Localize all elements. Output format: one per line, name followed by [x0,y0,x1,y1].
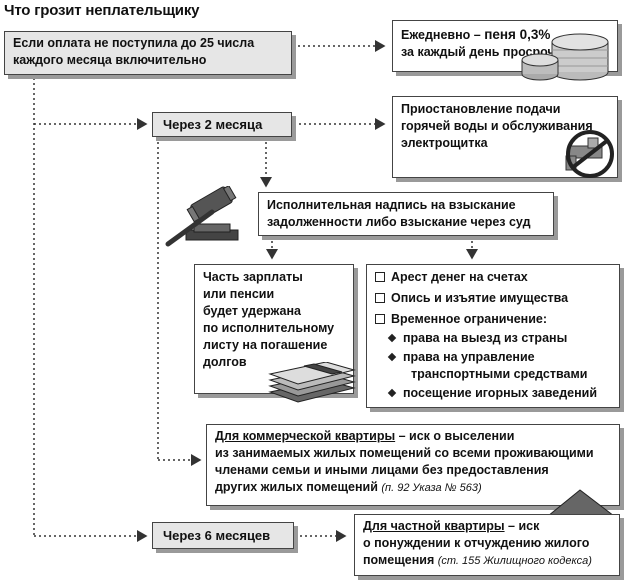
commercial-heading: Для коммерческой квартиры [215,429,396,443]
salary-line-2: или пенсии [203,287,275,301]
step-2-months: Через 2 месяца [152,112,292,137]
diamond-bullet-icon [387,388,397,398]
commercial-last: других жилых помещений [215,480,378,494]
sub-item-3: посещение игорных заведений [375,385,611,402]
measure-item-2: Опись и изъятие имущества [375,290,611,307]
commercial-source: (п. 92 Указа № 563) [381,482,482,494]
sub-item-2-text: права на управление [403,350,535,364]
measure-item-2-text: Опись и изъятие имущества [391,291,569,305]
commercial-line-4: других жилых помещений (п. 92 Указа № 56… [215,479,611,497]
measure-item-3-text: Временное ограничение: [391,312,548,326]
start-condition-box: Если оплата не поступила до 25 числа каж… [4,31,292,75]
enforcement-line-1: Исполнительная надпись на взыскание [267,198,516,212]
sub-item-3-text: посещение игорных заведений [403,386,598,400]
suspension-line-3: электрощитка [401,136,488,150]
sub-item-1-text: права на выезд из страны [403,331,568,345]
penalty-line-1: Ежедневно – пеня 0,3% [401,26,609,44]
salary-line-4: по исполнительному [203,321,335,335]
step-2-months-label: Через 2 месяца [163,117,263,132]
penalty-rate: пеня 0,3% [484,27,551,42]
checkbox-icon [375,272,385,282]
diamond-bullet-icon [387,352,397,362]
start-line-1: Если оплата не поступила до 25 числа [13,36,255,50]
salary-line-1: Часть зарплаты [203,270,303,284]
sub-item-2-cont: транспортными средствами [411,367,588,381]
salary-line-6: долгов [203,355,247,369]
suspension-line-2: горячей воды и обслуживания [401,119,593,133]
commercial-dash: – [395,429,410,443]
start-line-2: каждого месяца включительно [13,53,207,67]
sub-item-2: права на управление [375,349,611,366]
private-apartment-box: Для частной квартиры – иск о понуждении … [354,514,620,576]
private-heading: Для частной квартиры [363,519,505,533]
private-dash: – [504,519,519,533]
suspension-box: Приостановление подачи горячей воды и об… [392,96,618,178]
sub-item-1: права на выезд из страны [375,330,611,347]
commercial-apartment-box: Для коммерческой квартиры – иск о выселе… [206,424,620,506]
tap-prohibited-icon [565,130,614,178]
enforcement-line-2: задолженности либо взыскание через суд [267,215,531,229]
salary-line-3: будет удержана [203,304,301,318]
page-title: Что грозит неплательщику [4,2,200,19]
private-source: (ст. 155 Жилищного кодекса) [437,555,592,567]
checkbox-icon [375,293,385,303]
private-line-3: помещения (ст. 155 Жилищного кодекса) [363,552,611,570]
step-6-months-label: Через 6 месяцев [163,528,271,543]
measure-item-3: Временное ограничение: [375,311,611,328]
checkbox-icon [375,314,385,324]
diamond-bullet-icon [387,333,397,343]
suspension-line-1: Приостановление подачи [401,102,561,116]
private-rest: иск [518,519,540,533]
salary-line-5: листу на погашение [203,338,328,352]
measures-box: Арест денег на счетах Опись и изъятие им… [366,264,620,408]
gavel-icon [165,186,239,247]
commercial-rest: иск о выселении [409,429,515,443]
private-line-1: Для частной квартиры – иск [363,518,611,535]
private-line-2: о понуждении к отчуждению жилого [363,536,590,550]
enforcement-box: Исполнительная надпись на взыскание задо… [258,192,554,236]
measure-item-1: Арест денег на счетах [375,269,611,286]
measure-item-1-text: Арест денег на счетах [391,270,528,284]
coins-icon [521,33,609,81]
step-6-months: Через 6 месяцев [152,522,294,549]
commercial-line-1: Для коммерческой квартиры – иск о выселе… [215,428,611,445]
money-stack-icon [268,362,356,403]
commercial-line-3: членами семьи и иными лицами без предост… [215,463,549,477]
private-line-3-text: помещения [363,553,435,567]
commercial-line-2: из занимаемых жилых помещений со всеми п… [215,446,594,460]
penalty-prefix: Ежедневно – [401,28,481,42]
